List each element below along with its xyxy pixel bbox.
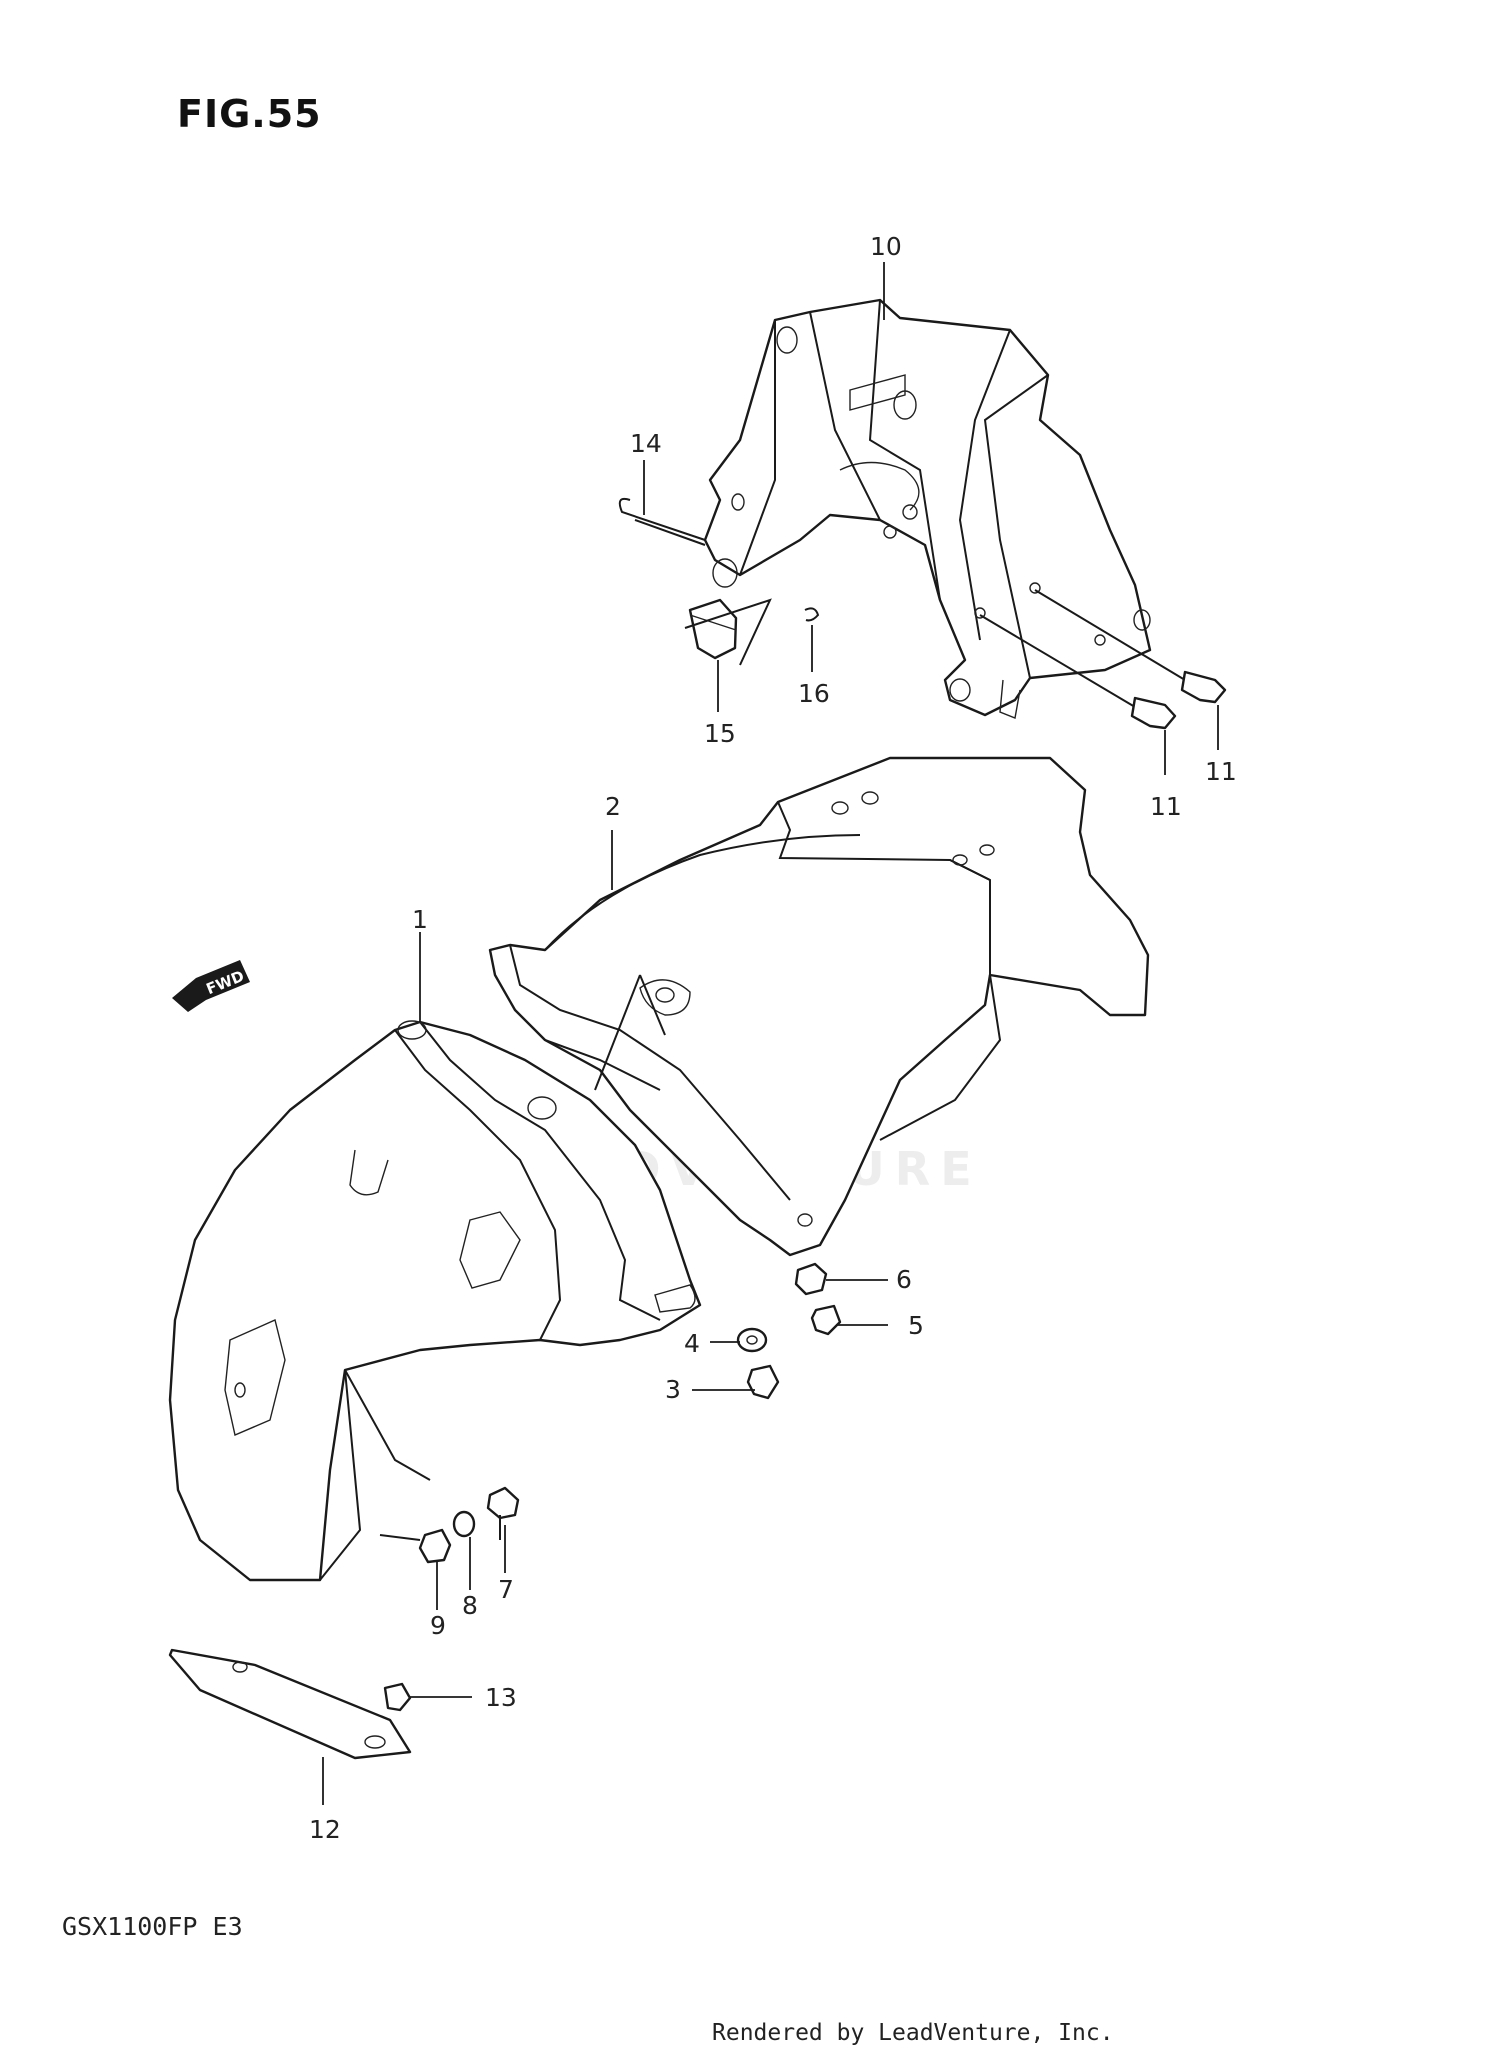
callout-16: 16 — [798, 679, 830, 708]
callout-2: 2 — [605, 792, 621, 821]
part-4-washer — [736, 1327, 768, 1353]
part-2-inner-fender — [488, 756, 1150, 1257]
part-9-nut — [379, 1528, 452, 1564]
callout-13: 13 — [485, 1683, 517, 1712]
part-12-plate — [168, 1648, 412, 1760]
callout-10: 10 — [870, 232, 902, 261]
callout-14: 14 — [630, 429, 662, 458]
callout-9: 9 — [430, 1611, 446, 1640]
callout-6: 6 — [896, 1265, 912, 1294]
part-11-bolt-upper — [1034, 589, 1227, 704]
part-8-washer — [452, 1510, 476, 1538]
model-label: GSX1100FP E3 — [62, 1912, 243, 1941]
callout-3: 3 — [665, 1375, 681, 1404]
part-16-clip — [804, 607, 820, 622]
callout-11-upper: 11 — [1205, 757, 1237, 786]
part-3-screw — [746, 1364, 780, 1400]
part-7-bolt — [486, 1486, 520, 1540]
part-14-pin — [618, 497, 706, 546]
fwd-arrow-icon: FWD — [172, 960, 250, 1012]
callout-5: 5 — [908, 1311, 924, 1340]
part-6-nut — [794, 1262, 828, 1296]
callout-1: 1 — [412, 905, 428, 934]
callout-12: 12 — [309, 1815, 341, 1844]
part-15-collar — [684, 598, 772, 666]
part-1-outer-fender — [168, 1020, 702, 1582]
part-10-rear-bracket — [703, 298, 1152, 719]
callout-4: 4 — [684, 1329, 700, 1358]
callout-8: 8 — [462, 1591, 478, 1620]
part-13-screw — [383, 1682, 412, 1712]
callout-15: 15 — [704, 719, 736, 748]
part-11-bolt-lower — [979, 614, 1177, 730]
figure-title: FIG.55 — [177, 92, 322, 136]
leader-lines — [322, 262, 1219, 1805]
callout-7: 7 — [498, 1575, 514, 1604]
part-5-screw — [810, 1304, 842, 1336]
callout-labels: 10 14 15 16 11 11 2 1 6 5 4 3 7 8 9 13 1… — [309, 232, 1237, 1844]
footer-credit: Rendered by LeadVenture, Inc. — [712, 2020, 1114, 2046]
callout-11-lower: 11 — [1150, 792, 1182, 821]
